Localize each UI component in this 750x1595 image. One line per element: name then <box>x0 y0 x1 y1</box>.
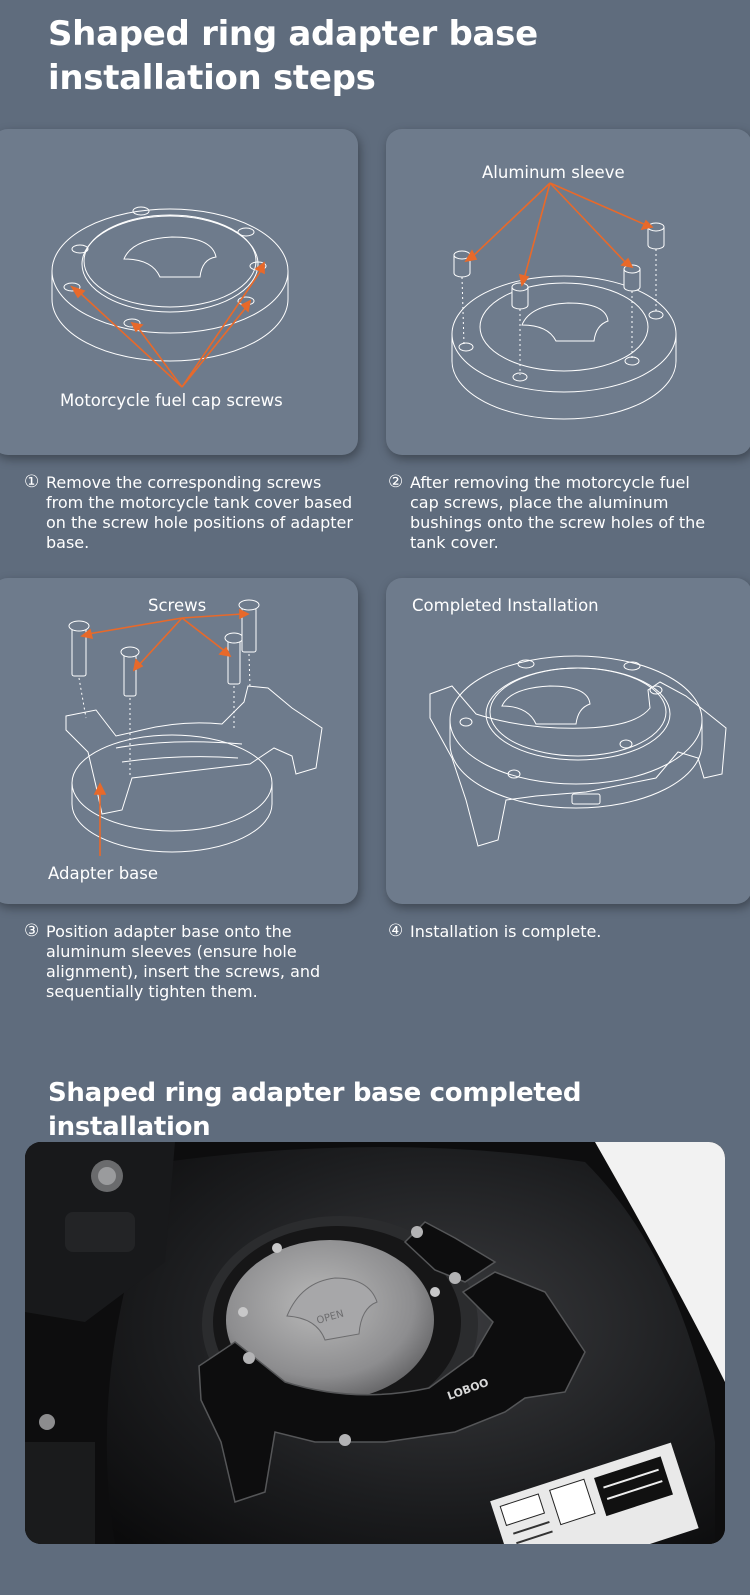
step-2-number: ② <box>388 472 404 492</box>
completed-installation-diagram <box>429 655 727 847</box>
installed-adapter-photo: OPEN LOBOO <box>25 1142 725 1544</box>
step-2-text: After removing the motorcycle fuel cap s… <box>410 473 706 552</box>
step-3-number: ③ <box>24 921 40 941</box>
step3-illustration-card: Screws Adapter base <box>0 578 358 904</box>
step-1-instruction: ① Remove the corresponding screws from t… <box>24 473 362 553</box>
step-1-text: Remove the corresponding screws from the… <box>46 473 353 552</box>
step4-illustration-card: Completed Installation <box>386 578 750 904</box>
fuel-cap-screws-label: Motorcycle fuel cap screws <box>60 391 283 410</box>
step2-illustration-card: Aluminum sleeve <box>386 129 750 455</box>
fuel-cap-screws-diagram <box>51 206 289 388</box>
step-4-text: Installation is complete. <box>410 922 602 941</box>
motorcycle-tank-photo-illustration: OPEN LOBOO <box>25 1142 725 1544</box>
adapter-base-label: Adapter base <box>48 864 159 883</box>
aluminum-sleeve-label: Aluminum sleeve <box>482 163 625 182</box>
step1-illustration-card: Motorcycle fuel cap screws <box>0 129 358 455</box>
step-2-instruction: ② After removing the motorcycle fuel cap… <box>388 473 718 553</box>
step-4-number: ④ <box>388 921 404 941</box>
aluminum-sleeve-diagram <box>451 182 677 420</box>
completed-installation-label: Completed Installation <box>412 596 599 615</box>
step-4-instruction: ④ Installation is complete. <box>388 922 718 942</box>
page-title: Shaped ring adapter base installation st… <box>48 14 538 98</box>
step-3-text: Position adapter base onto the aluminum … <box>46 922 321 1001</box>
step-3-instruction: ③ Position adapter base onto the aluminu… <box>24 922 344 1002</box>
completed-installation-heading: Shaped ring adapter base completed insta… <box>48 1078 582 1142</box>
step-1-number: ① <box>24 472 40 492</box>
screws-label: Screws <box>148 596 207 615</box>
screws-adapter-base-diagram <box>65 599 323 856</box>
